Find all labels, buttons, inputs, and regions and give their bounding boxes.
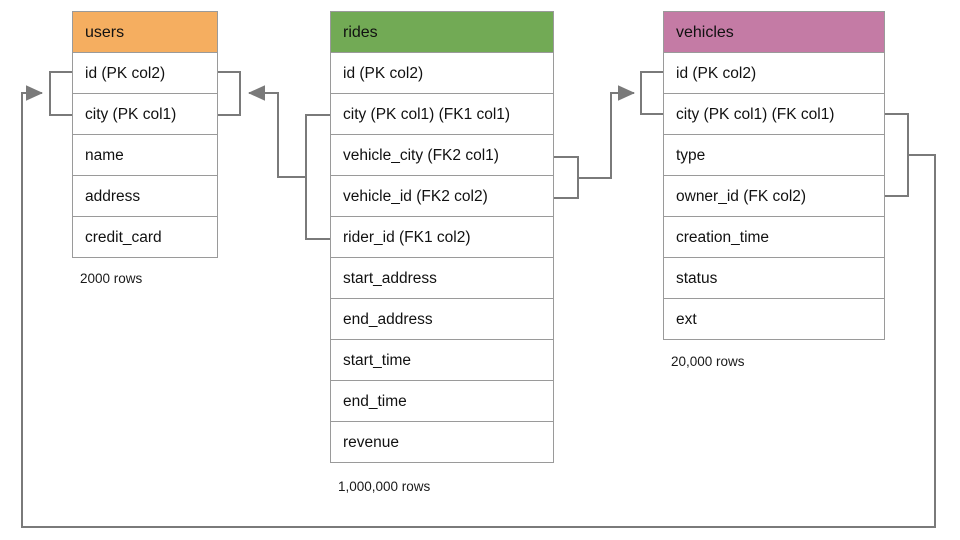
users-key-bracket-left [49, 71, 72, 116]
field-vehicles-creation-time[interactable]: creation_time [664, 217, 884, 258]
relationship-rides-fk1-to-users [248, 85, 306, 178]
field-rides-revenue[interactable]: revenue [331, 422, 553, 463]
entity-table-rides[interactable]: rides id (PK col2) city (PK col1) (FK1 c… [330, 11, 554, 463]
entity-header-users: users [73, 12, 217, 53]
field-rides-start-address[interactable]: start_address [331, 258, 553, 299]
field-users-credit-card[interactable]: credit_card [73, 217, 217, 258]
field-vehicles-status[interactable]: status [664, 258, 884, 299]
field-rides-id[interactable]: id (PK col2) [331, 53, 553, 94]
relationship-rides-fk2-to-vehicles [578, 85, 635, 179]
field-vehicles-id[interactable]: id (PK col2) [664, 53, 884, 94]
field-users-address[interactable]: address [73, 176, 217, 217]
entity-table-vehicles[interactable]: vehicles id (PK col2) city (PK col1) (FK… [663, 11, 885, 340]
field-vehicles-ext[interactable]: ext [664, 299, 884, 340]
field-vehicles-type[interactable]: type [664, 135, 884, 176]
field-rides-end-address[interactable]: end_address [331, 299, 553, 340]
field-rides-city[interactable]: city (PK col1) (FK1 col1) [331, 94, 553, 135]
entity-header-rides: rides [331, 12, 553, 53]
field-vehicles-city[interactable]: city (PK col1) (FK col1) [664, 94, 884, 135]
field-vehicles-owner-id[interactable]: owner_id (FK col2) [664, 176, 884, 217]
field-users-city[interactable]: city (PK col1) [73, 94, 217, 135]
vehicles-key-bracket [640, 71, 663, 115]
vehicles-fk-bracket [885, 113, 909, 197]
row-count-vehicles: 20,000 rows [671, 354, 745, 369]
field-rides-vehicle-city[interactable]: vehicle_city (FK2 col1) [331, 135, 553, 176]
entity-header-vehicles: vehicles [664, 12, 884, 53]
rides-fk2-bracket [554, 156, 579, 199]
field-rides-start-time[interactable]: start_time [331, 340, 553, 381]
field-rides-vehicle-id[interactable]: vehicle_id (FK2 col2) [331, 176, 553, 217]
field-rides-rider-id[interactable]: rider_id (FK1 col2) [331, 217, 553, 258]
rides-fk1-bracket [305, 114, 330, 240]
field-users-id[interactable]: id (PK col2) [73, 53, 217, 94]
row-count-rides: 1,000,000 rows [338, 479, 431, 494]
field-rides-end-time[interactable]: end_time [331, 381, 553, 422]
row-count-users: 2000 rows [80, 271, 143, 286]
field-users-name[interactable]: name [73, 135, 217, 176]
users-key-bracket [218, 71, 241, 116]
entity-table-users[interactable]: users id (PK col2) city (PK col1) name a… [72, 11, 218, 258]
